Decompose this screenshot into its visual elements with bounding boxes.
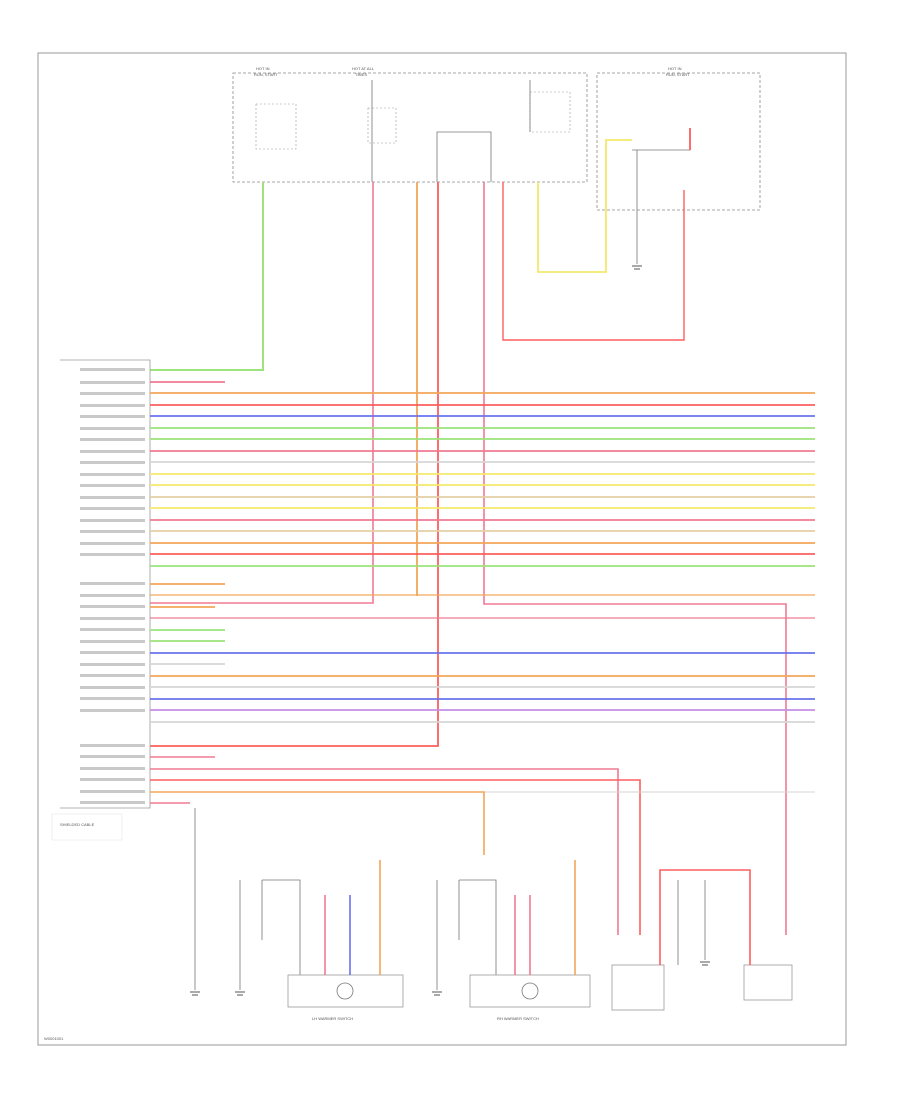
fuse-label-hot-run-left-2: RUN, START [254,72,278,77]
fuse-relay-box-right [596,72,761,211]
wire-h-low-2 [150,768,619,935]
harness-lower [150,756,815,935]
connector-pin-labels [80,368,145,804]
ground-symbols [190,265,710,996]
diagram-code: W0001001 [44,1036,64,1041]
shielded-cable-note: SHIELDED CABLE [60,822,95,827]
fuse-box-inner-3 [529,91,571,133]
fuse-label-hot-at-all-2: TIMES [355,72,368,77]
switch-wire-d [459,879,497,975]
blower-relay-box [743,964,793,1001]
lh-warmer-switch-label: LH WARMER SWITCH [312,1016,353,1021]
lower-colored-wires [324,860,751,975]
wire-grn-top [150,182,264,371]
seat-heater-module [611,964,665,1011]
wire-pnk-top-2 [483,182,787,935]
rh-warmer-switch-label: RH WARMER SWITCH [497,1016,539,1021]
diagram-frame [37,52,847,1046]
harness-middle [150,583,815,723]
wire-yel-loop [537,139,632,273]
wire-v-red-loop [659,869,751,965]
fuse-label-hot-run-right-1: HOT IN [668,66,682,71]
wire-h-low-5 [150,791,485,855]
switch-wire-b [262,879,301,975]
top-vertical-wires [150,128,787,935]
wire-red-top [150,182,439,747]
lh-warmer-switch-body [287,974,404,1008]
lower-components [194,808,793,1011]
fuse-box-inner-1 [255,103,297,150]
fuse-label-hot-run-left-1: HOT IN [256,66,270,71]
rh-warmer-lamp [521,982,539,1000]
climate-control-module-top [232,72,588,183]
bus-wire-top-3 [436,131,492,182]
wire-pnk-top [150,182,374,604]
fuse-label-hot-at-all-1: HOT AT ALL [352,66,375,71]
wire-h-low-3 [150,779,641,935]
wire-red-loop [502,182,685,341]
fuse-box-inner-2 [367,107,397,144]
relay-wire [632,128,691,151]
module-note-block [51,813,123,841]
lh-warmer-lamp [336,982,354,1000]
fuse-label-hot-run-right-2: RUN, START [666,72,690,77]
rh-warmer-switch-body [469,974,591,1008]
harness-upper [150,381,815,567]
